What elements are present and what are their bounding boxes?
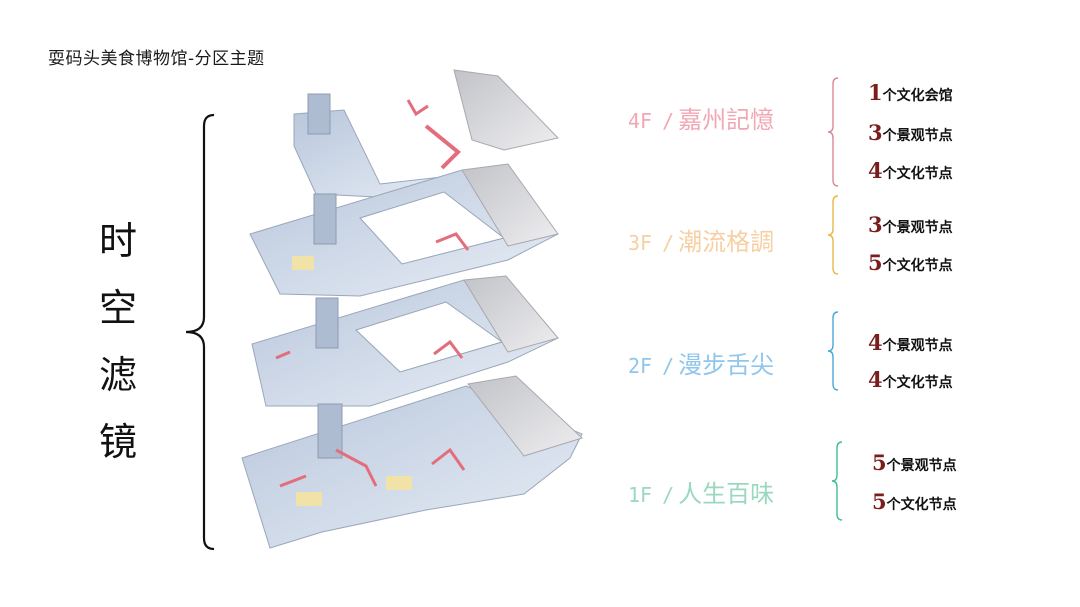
node-text: 个文化节点	[882, 166, 953, 182]
page-title: 耍码头美食博物馆-分区主题	[48, 49, 265, 69]
node-text: 个文化会馆	[882, 88, 953, 104]
floor-separator: /	[662, 483, 675, 507]
floor-code: 1F	[628, 483, 653, 507]
node-item: 3个景观节点	[868, 120, 953, 145]
node-count: 3	[868, 212, 883, 237]
node-text: 个景观节点	[886, 458, 957, 474]
floor-code: 4F	[628, 109, 653, 133]
side-label-char: 镜	[98, 420, 137, 464]
floor-3f-model	[249, 163, 559, 297]
floor-theme: 潮流格調	[678, 228, 775, 256]
floor-theme: 漫步舌尖	[678, 351, 775, 379]
node-item: 3个景观节点	[868, 212, 953, 237]
floor-label-2f: 2F /漫步舌尖	[628, 345, 774, 380]
node-item: 4个文化节点	[868, 158, 953, 183]
node-count: 4	[868, 330, 883, 355]
floor-1f-brace	[831, 441, 843, 521]
side-label-char: 滤	[98, 353, 137, 397]
node-item: 1个文化会馆	[868, 80, 953, 105]
node-count: 4	[868, 158, 883, 183]
floor-2f-model	[251, 275, 560, 407]
node-count: 5	[872, 489, 887, 514]
node-item: 4个文化节点	[868, 367, 953, 392]
node-count: 4	[868, 367, 883, 392]
node-text: 个景观节点	[882, 338, 953, 354]
side-label-char: 时	[98, 219, 137, 263]
side-label: 时 空 滤 镜	[96, 208, 140, 476]
node-count: 1	[868, 80, 883, 105]
floor-2f-brace	[827, 311, 839, 391]
floor-theme: 人生百味	[678, 480, 775, 508]
node-item: 5个文化节点	[872, 489, 957, 514]
node-item: 4个景观节点	[868, 330, 953, 355]
floor-label-4f: 4F /嘉州記憶	[628, 100, 774, 135]
floor-theme: 嘉州記憶	[678, 106, 775, 134]
node-text: 个景观节点	[882, 220, 953, 236]
node-text: 个文化节点	[882, 258, 953, 274]
floor-separator: /	[662, 231, 675, 255]
floor-4f-model	[293, 69, 559, 199]
floor-code: 2F	[628, 354, 653, 378]
floor-separator: /	[662, 354, 675, 378]
node-item: 5个文化节点	[868, 250, 953, 275]
node-count: 3	[868, 120, 883, 145]
grouping-brace	[185, 113, 215, 551]
floor-3f-brace	[827, 195, 839, 275]
floor-separator: /	[662, 109, 675, 133]
node-text: 个文化节点	[882, 375, 953, 391]
floor-1f-model	[241, 375, 583, 549]
exploded-floor-illustration	[241, 69, 583, 549]
node-count: 5	[872, 450, 887, 475]
floor-code: 3F	[628, 231, 653, 255]
node-item: 5个景观节点	[872, 450, 957, 475]
floor-label-3f: 3F /潮流格調	[628, 222, 774, 257]
node-text: 个景观节点	[882, 128, 953, 144]
floor-4f-brace	[827, 77, 839, 187]
node-count: 5	[868, 250, 883, 275]
node-text: 个文化节点	[886, 497, 957, 513]
side-label-char: 空	[98, 286, 137, 330]
floor-label-1f: 1F /人生百味	[628, 474, 774, 509]
